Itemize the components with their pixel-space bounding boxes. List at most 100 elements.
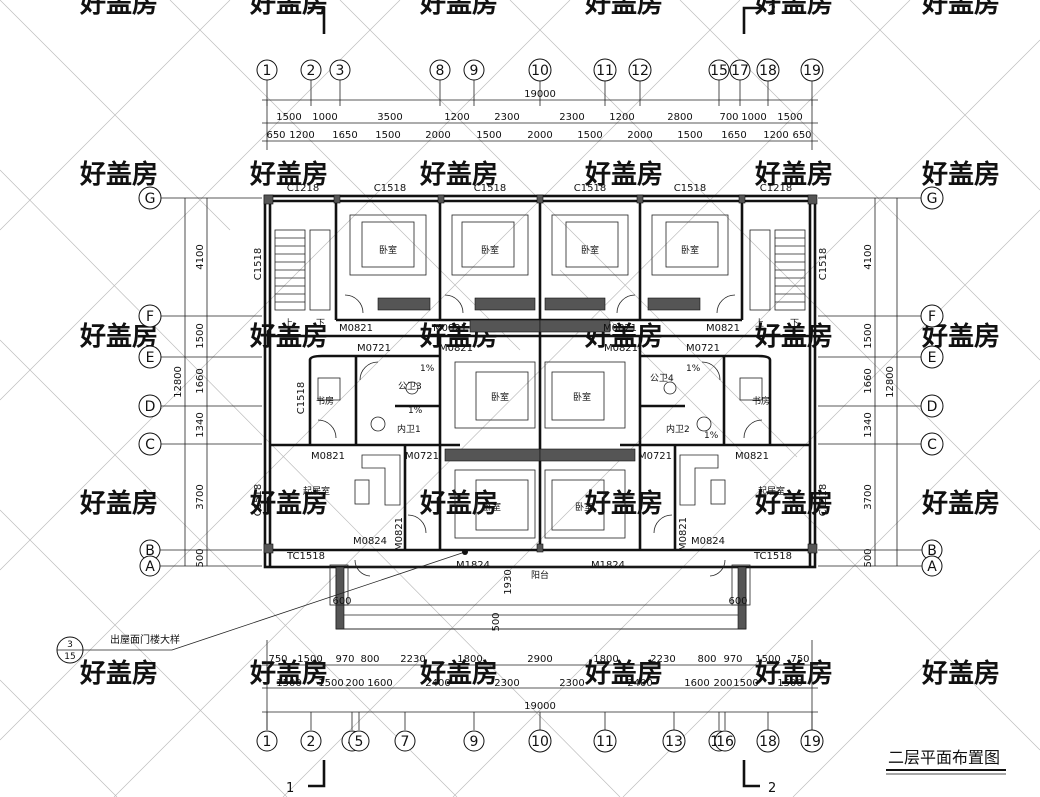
top-dimensions: 19000 1500 1000 3500 1200 2300 2300 1200… bbox=[262, 89, 818, 150]
svg-text:M0821: M0821 bbox=[706, 323, 740, 334]
svg-text:2230: 2230 bbox=[650, 654, 675, 665]
svg-text:2400: 2400 bbox=[627, 678, 652, 689]
svg-text:起居室: 起居室 bbox=[303, 485, 330, 497]
svg-text:12800: 12800 bbox=[885, 366, 896, 398]
axis-bubble-top-1: 1 bbox=[256, 59, 278, 81]
svg-text:A: A bbox=[927, 559, 937, 575]
svg-text:2000: 2000 bbox=[627, 130, 652, 141]
svg-text:B: B bbox=[927, 543, 937, 559]
svg-text:3: 3 bbox=[67, 640, 73, 650]
svg-text:好盖房: 好盖房 bbox=[419, 658, 498, 689]
svg-text:M0821: M0821 bbox=[311, 451, 345, 462]
axis-bubble-bottom-11: 11 bbox=[593, 729, 617, 753]
detail-callout: 3 15 出屋面门楼大样 bbox=[56, 549, 468, 664]
svg-text:1200: 1200 bbox=[289, 130, 314, 141]
svg-text:1340: 1340 bbox=[195, 412, 206, 437]
svg-text:M1824: M1824 bbox=[456, 560, 490, 571]
svg-text:10: 10 bbox=[531, 63, 549, 79]
svg-text:18: 18 bbox=[759, 63, 777, 79]
svg-text:1500: 1500 bbox=[677, 130, 702, 141]
svg-text:2800: 2800 bbox=[667, 112, 692, 123]
furniture-wardrobes bbox=[377, 297, 701, 462]
svg-text:500: 500 bbox=[195, 548, 206, 567]
svg-text:F: F bbox=[928, 309, 936, 325]
svg-text:卧室: 卧室 bbox=[575, 501, 593, 513]
axis-bubble-top-9: 9 bbox=[463, 59, 485, 81]
svg-text:3700: 3700 bbox=[195, 484, 206, 509]
svg-text:TC1518: TC1518 bbox=[286, 551, 325, 562]
svg-text:C: C bbox=[145, 437, 155, 453]
svg-text:19: 19 bbox=[803, 734, 821, 750]
axis-bubble-top-15: 15 bbox=[708, 59, 730, 81]
svg-text:1500: 1500 bbox=[863, 323, 874, 348]
axis-bubble-left-c: C bbox=[138, 432, 162, 456]
svg-text:M0821: M0821 bbox=[604, 343, 638, 354]
svg-text:好盖房: 好盖房 bbox=[754, 658, 833, 689]
svg-text:好盖房: 好盖房 bbox=[79, 488, 158, 519]
svg-text:16: 16 bbox=[716, 734, 734, 750]
svg-text:1650: 1650 bbox=[721, 130, 746, 141]
svg-text:好盖房: 好盖房 bbox=[419, 0, 498, 19]
svg-text:11: 11 bbox=[596, 63, 614, 79]
balcony: 阳台 1930 500 600 600 bbox=[329, 564, 751, 632]
svg-text:M0721: M0721 bbox=[638, 451, 672, 462]
svg-text:2: 2 bbox=[307, 63, 316, 79]
svg-text:内卫1: 内卫1 bbox=[397, 423, 421, 435]
axis-bubble-right-c: C bbox=[920, 432, 944, 456]
svg-text:C1518: C1518 bbox=[574, 183, 606, 194]
drawing-title: 二层平面布置图 bbox=[886, 748, 1006, 775]
svg-text:8: 8 bbox=[436, 63, 445, 79]
axis-bubble-top-19: 19 bbox=[800, 58, 824, 82]
svg-text:1650: 1650 bbox=[332, 130, 357, 141]
svg-text:700: 700 bbox=[719, 112, 738, 123]
svg-text:好盖房: 好盖房 bbox=[79, 159, 158, 190]
svg-text:18: 18 bbox=[759, 734, 777, 750]
svg-text:2300: 2300 bbox=[559, 678, 584, 689]
axis-bubble-top-8: 8 bbox=[429, 59, 451, 81]
axis-bubble-right-g: G bbox=[920, 186, 944, 210]
svg-text:500: 500 bbox=[863, 548, 874, 567]
furniture-beds: 卧室 卧室 卧室 卧室 卧室 卧室 卧室 卧室 bbox=[349, 214, 729, 539]
svg-text:好盖房: 好盖房 bbox=[584, 0, 663, 19]
bed: 卧室 bbox=[544, 361, 626, 429]
svg-text:15: 15 bbox=[64, 652, 75, 662]
svg-text:17: 17 bbox=[731, 63, 749, 79]
svg-text:1000: 1000 bbox=[312, 112, 337, 123]
stairs: 上 下 上 下 bbox=[274, 229, 806, 329]
bed: 卧室 bbox=[454, 469, 536, 539]
svg-text:卧室: 卧室 bbox=[681, 244, 699, 256]
axis-bubble-bottom-1: 1 bbox=[256, 730, 278, 752]
svg-text:3500: 3500 bbox=[377, 112, 402, 123]
svg-text:公卫4: 公卫4 bbox=[650, 373, 674, 384]
svg-text:2300: 2300 bbox=[494, 112, 519, 123]
axis-bubble-bottom-19: 19 bbox=[800, 729, 824, 753]
svg-text:11: 11 bbox=[596, 734, 614, 750]
svg-text:好盖房: 好盖房 bbox=[584, 159, 663, 190]
svg-text:好盖房: 好盖房 bbox=[419, 488, 498, 519]
svg-text:TC1518: TC1518 bbox=[753, 551, 792, 562]
svg-text:上: 上 bbox=[755, 318, 764, 329]
svg-text:4100: 4100 bbox=[863, 244, 874, 269]
svg-text:2000: 2000 bbox=[425, 130, 450, 141]
bed: 卧室 bbox=[551, 214, 629, 276]
svg-text:A: A bbox=[145, 559, 155, 575]
svg-text:1500: 1500 bbox=[577, 130, 602, 141]
side-axis-bubbles: G F E D C B A G F E D C B A bbox=[138, 186, 944, 577]
svg-text:好盖房: 好盖房 bbox=[79, 0, 158, 19]
svg-text:15: 15 bbox=[710, 63, 728, 79]
svg-text:1800: 1800 bbox=[457, 654, 482, 665]
svg-text:B: B bbox=[145, 543, 155, 559]
svg-text:12800: 12800 bbox=[173, 366, 184, 398]
svg-text:9: 9 bbox=[470, 63, 479, 79]
svg-text:卧室: 卧室 bbox=[491, 391, 509, 403]
top-axis-bubbles: 1 2 3 8 9 10 11 12 15 17 18 19 bbox=[256, 58, 824, 106]
svg-text:650: 650 bbox=[266, 130, 285, 141]
svg-text:1800: 1800 bbox=[593, 654, 618, 665]
svg-text:1500: 1500 bbox=[733, 678, 758, 689]
svg-text:C1518: C1518 bbox=[818, 484, 829, 516]
svg-text:M0721: M0721 bbox=[357, 343, 391, 354]
bed: 卧室 bbox=[451, 214, 529, 276]
svg-text:2: 2 bbox=[768, 3, 776, 18]
furniture-living bbox=[317, 377, 763, 506]
